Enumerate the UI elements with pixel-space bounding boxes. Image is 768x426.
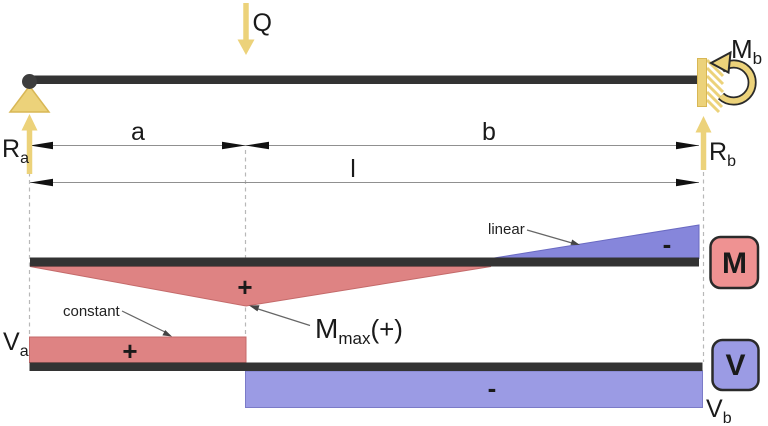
dim-arrowhead-left	[30, 178, 53, 187]
pin-hinge-circle	[22, 74, 37, 89]
shear-badge-letter: V	[725, 349, 745, 382]
load-label: Q	[253, 9, 272, 37]
pin-support	[8, 84, 51, 113]
shear-axis-bar	[29, 362, 703, 371]
shear-minus-sign: -	[488, 373, 497, 403]
moment-positive-area	[29, 266, 492, 307]
wall-plate	[697, 58, 707, 107]
dimension-ab: a b	[30, 118, 699, 150]
reaction-arrow-ra	[21, 114, 38, 174]
shear-diagram: + - constant Va Vb V	[3, 303, 760, 426]
constant-leader-line	[121, 310, 166, 333]
hatch-line	[705, 90, 724, 109]
arrow-head	[695, 116, 712, 133]
reaction-arrow-rb	[695, 116, 712, 170]
mmax-leader-arrowhead	[249, 305, 260, 312]
mmax-leader-line	[254, 307, 311, 327]
dim-arrowhead-mid-right	[245, 141, 269, 150]
dimension-l: l	[30, 155, 699, 187]
moment-arrow-mb	[708, 50, 757, 106]
moment-minus-sign: -	[663, 229, 672, 259]
dimension-label-l: l	[350, 155, 356, 183]
arrow-head	[21, 114, 38, 131]
linear-leader-line	[526, 229, 573, 244]
dim-arrowhead-right	[676, 178, 699, 187]
constant-leader-arrowhead	[162, 330, 172, 337]
moment-arc	[719, 61, 755, 104]
shear-left-value-label: Va	[3, 328, 29, 360]
beam	[30, 75, 698, 84]
beam-assembly: Q Ra Rb Mb	[2, 3, 762, 174]
dim-arrowhead-left	[30, 141, 53, 150]
moment-diagram: + - linear Mmax(+) M	[29, 221, 760, 348]
dim-arrowhead-right	[676, 141, 699, 150]
linear-leader-arrowhead	[570, 239, 580, 245]
moment-badge-letter: M	[722, 247, 747, 280]
reaction-right-label: Rb	[709, 138, 736, 170]
shear-negative-area	[245, 370, 703, 408]
dim-arrowhead-mid-left	[222, 141, 246, 150]
shear-plus-sign: +	[122, 336, 137, 366]
constant-label: constant	[63, 303, 121, 320]
shear-positive-area	[29, 336, 247, 363]
shear-right-value-label: Vb	[706, 395, 732, 426]
moment-axis-bar	[30, 257, 699, 267]
linear-label: linear	[488, 221, 525, 238]
dimension-label-b: b	[482, 118, 496, 146]
hatch-line	[705, 74, 725, 94]
moment-arrow-head	[708, 50, 732, 75]
reaction-left-label: Ra	[2, 135, 29, 167]
load-arrow-q	[237, 3, 255, 55]
dimension-label-a: a	[131, 118, 145, 146]
hatch-line	[705, 66, 725, 86]
mmax-label: Mmax(+)	[315, 313, 403, 348]
hatch-line	[705, 98, 721, 114]
moment-badge	[709, 235, 760, 290]
arrow-head	[237, 39, 255, 55]
moment-plus-sign: +	[237, 272, 252, 302]
end-moment-label: Mb	[731, 34, 762, 68]
shear-badge	[711, 338, 760, 392]
